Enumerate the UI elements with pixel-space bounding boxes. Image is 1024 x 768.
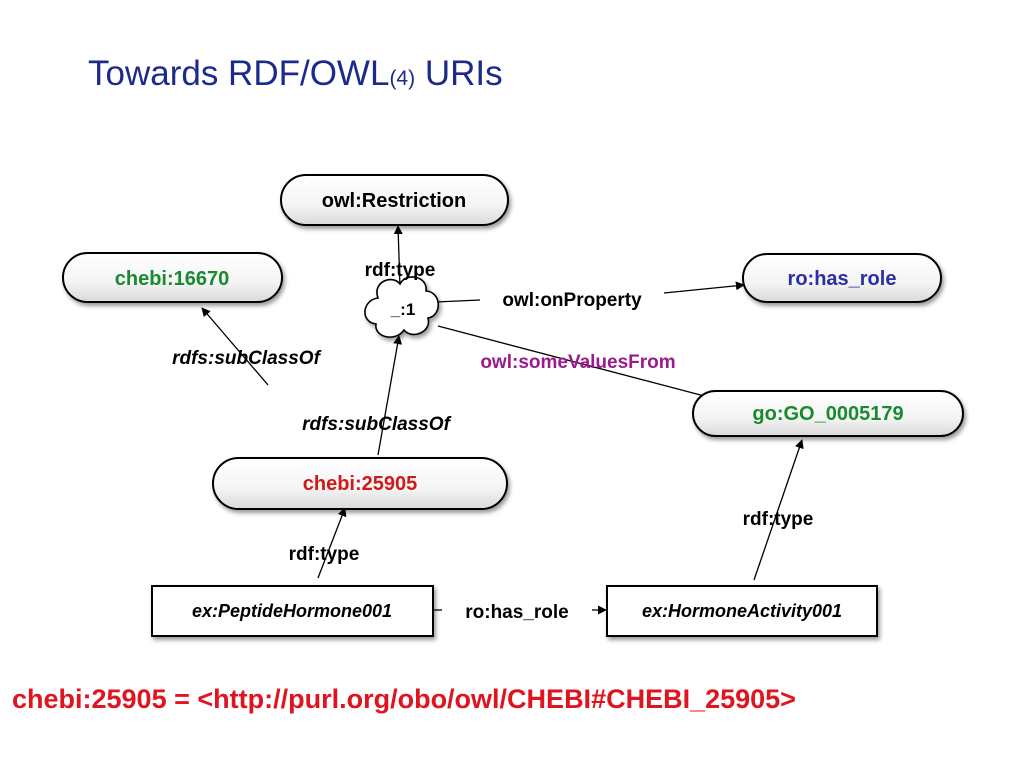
node-blank-label: _:1 [390,300,416,319]
label-owl-on-property: owl:onProperty [502,290,642,311]
title-main: Towards RDF/OWL [88,54,390,93]
node-blank-cloud: _:1 [364,276,440,338]
node-peptide-hormone-label: ex:PeptideHormone001 [192,601,392,621]
node-go-0005179: go:GO_0005179 [692,390,964,437]
label-rdf-type-bottom-right: rdf:type [743,509,814,530]
label-subclass-mid: rdfs:subClassOf [302,414,451,435]
node-chebi-25905-label: chebi:25905 [303,473,418,495]
node-chebi-25905: chebi:25905 [212,457,508,510]
edge-subclass-mid [377,335,403,456]
node-owl-restriction: owl:Restriction [280,174,509,226]
node-ro-has-role-label: ro:has_role [788,268,897,290]
node-chebi-16670: chebi:16670 [62,252,283,303]
label-rdf-type-bottom-left: rdf:type [289,544,360,565]
node-owl-restriction-label: owl:Restriction [322,190,466,212]
edge-subclass-left [201,307,269,386]
node-hormone-activity: ex:HormoneActivity001 [606,585,878,637]
node-ro-has-role: ro:has_role [742,253,942,303]
title-suffix: URIs [415,54,503,93]
node-peptide-hormone: ex:PeptideHormone001 [151,585,434,637]
node-go-0005179-label: go:GO_0005179 [752,403,903,425]
edge-owl-on-property-start [435,299,481,303]
label-subclass-left: rdfs:subClassOf [172,348,321,369]
node-hormone-activity-label: ex:HormoneActivity001 [642,601,842,621]
label-ro-has-role-bottom: ro:has_role [465,602,568,623]
edge-rdf-type-bottom-right [753,439,804,581]
footer-uri-definition: chebi:25905 = <http://purl.org/obo/owl/C… [12,684,796,714]
title-sub: (4) [389,67,416,90]
label-owl-some-values-from: owl:someValuesFrom [480,352,675,373]
edge-rdf-type-bottom-left [317,507,347,579]
slide-title: Towards RDF/OWL(4) URIs [88,54,503,94]
edge-rdf-type-top [393,225,403,289]
edge-owl-on-property [663,281,745,294]
edge-some-values-from [437,325,713,401]
label-rdf-type-top: rdf:type [365,260,436,281]
node-chebi-16670-label: chebi:16670 [115,268,230,290]
edges [201,225,804,615]
